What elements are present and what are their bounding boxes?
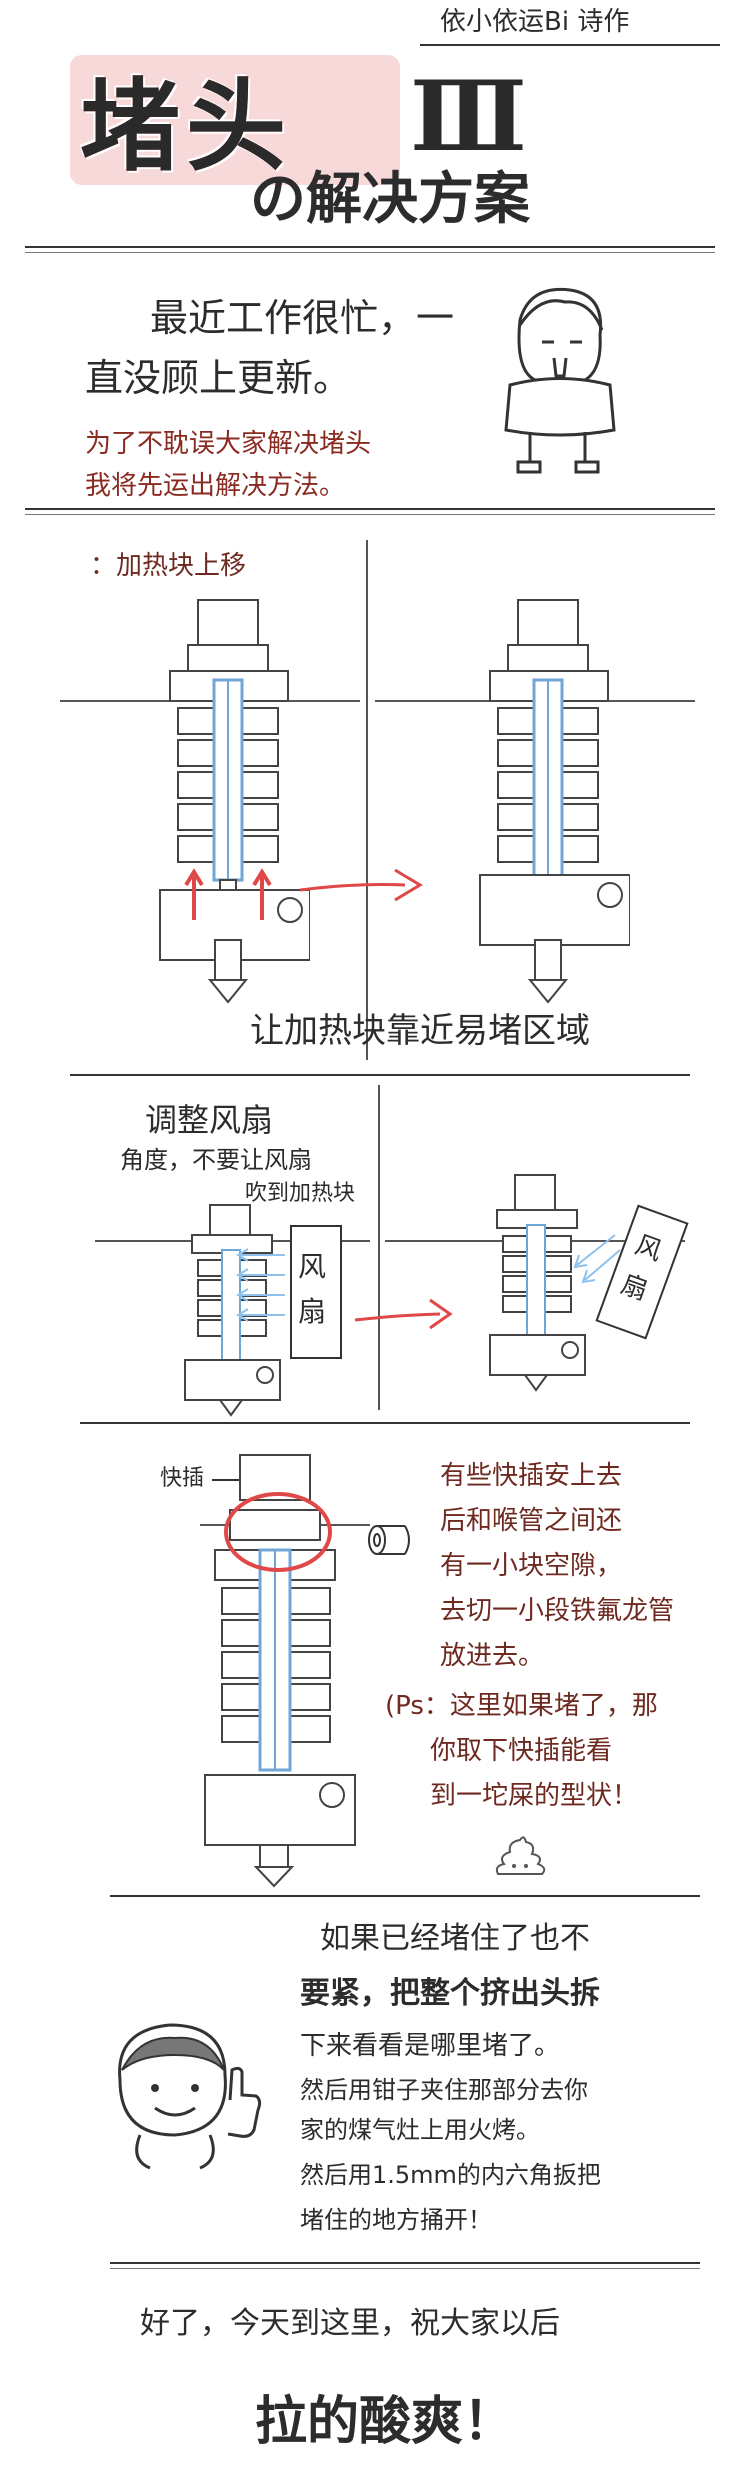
title-numeral: Ⅲ bbox=[410, 60, 527, 173]
character-thumbs-up-illustration bbox=[118, 2023, 262, 2170]
panel4-line-5: 家的煤气灶上用火烤。 bbox=[300, 2116, 540, 2144]
panel2-airflow-left bbox=[236, 1248, 285, 1322]
panel3-note-line-1: 有些快插安上去 bbox=[440, 1461, 623, 1491]
panel4-bottom-divider-2 bbox=[110, 2268, 700, 2269]
ptfe-tube-icon bbox=[368, 1525, 410, 1555]
intro-divider bbox=[25, 508, 715, 510]
outro-line-2: 拉的酸爽！ bbox=[255, 2392, 516, 2452]
header-divider bbox=[25, 246, 715, 248]
panel2-vertical-divider bbox=[378, 1085, 380, 1410]
title-highlight bbox=[70, 55, 400, 185]
poop-icon bbox=[495, 1836, 546, 1875]
panel2-caption-line-3: 吹到加热块 bbox=[245, 1181, 356, 1206]
panel4-line-3: 下来看看是哪里堵了。 bbox=[300, 2031, 561, 2061]
fan-label-left: 风扇 bbox=[298, 1250, 327, 1328]
panel2-hotend-right bbox=[489, 1174, 586, 1392]
author-signature: 依小依运Bi 诗作 bbox=[440, 7, 630, 37]
panel1-caption-top: ：加热块上移 bbox=[90, 551, 247, 581]
panel4-line-4: 然后用钳子夹住那部分去你 bbox=[300, 2076, 588, 2104]
panel3-note-line-8: 到一坨屎的型状！ bbox=[430, 1781, 639, 1811]
intro-line-1: 最近工作很忙，一 bbox=[150, 296, 455, 340]
intro-divider-2 bbox=[25, 514, 715, 515]
panel3-note-line-5: 放进去。 bbox=[440, 1641, 545, 1671]
panel2-caption-line-2: 角度，不要让风扇 bbox=[120, 1146, 312, 1174]
panel3-note-line-2: 后和喉管之间还 bbox=[440, 1506, 623, 1536]
panel1-bottom-divider bbox=[70, 1074, 690, 1076]
panel2-airflow-right bbox=[573, 1234, 621, 1284]
panel1-hotend-after bbox=[479, 599, 630, 1004]
panel4-line-1: 如果已经堵住了也不 bbox=[320, 1921, 590, 1956]
panel1-hotend-before bbox=[159, 599, 310, 1004]
panel3-note-line-4: 去切一小段铁氟龙管 bbox=[440, 1596, 675, 1626]
panel3-note-line-7: 你取下快插能看 bbox=[430, 1736, 613, 1766]
panel3-note-line-3: 有一小块空隙， bbox=[440, 1551, 623, 1581]
intro-red-line-2: 我将先运出解决方法。 bbox=[85, 471, 346, 501]
panel2-bottom-divider bbox=[80, 1422, 690, 1424]
author-underline bbox=[420, 44, 720, 46]
panel4-line-7: 堵住的地方捅开！ bbox=[300, 2206, 492, 2234]
header-divider-2 bbox=[25, 252, 715, 253]
panel1-caption-bottom: 让加热块靠近易堵区域 bbox=[250, 1011, 590, 1051]
panel3-note-line-6: (Ps：这里如果堵了，那 bbox=[385, 1691, 658, 1721]
panel4-line-6: 然后用1.5mm的内六角扳把 bbox=[300, 2161, 601, 2189]
page-title: 堵头 bbox=[80, 68, 292, 185]
page-subtitle: の解决方案 bbox=[250, 167, 530, 232]
panel1-transition-arrow bbox=[299, 868, 423, 902]
panel1-vertical-divider bbox=[366, 540, 368, 1060]
panel2-hotend-left bbox=[184, 1204, 281, 1417]
outro-line-1: 好了，今天到这里，祝大家以后 bbox=[140, 2306, 560, 2341]
intro-line-2: 直没顾上更新。 bbox=[85, 356, 352, 400]
panel3-bottom-divider bbox=[110, 1895, 700, 1897]
fan-box-left bbox=[290, 1225, 342, 1359]
panel2-arrow bbox=[354, 1298, 453, 1330]
panel3-hotend bbox=[200, 1454, 370, 1888]
intro-red-line-1: 为了不耽误大家解决堵头 bbox=[85, 429, 372, 459]
panel4-bottom-divider bbox=[110, 2262, 700, 2264]
panel2-caption-line-1: 调整风扇 bbox=[145, 1101, 274, 1139]
character-illustration bbox=[504, 287, 616, 474]
panel4-line-2: 要紧，把整个挤出头拆 bbox=[300, 1976, 600, 2011]
panel3-connector-label: 快插 bbox=[160, 1466, 205, 1491]
